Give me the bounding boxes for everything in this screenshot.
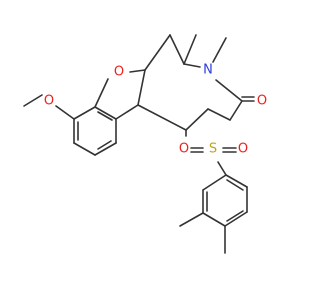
ring-oxygen-label: O (114, 65, 124, 80)
sulfonyl-sulfur-label: S (209, 142, 217, 157)
molecule-structure-diagram: O O N O S O O (23, 34, 267, 254)
sulfonyl-oxygen-right-label: O (238, 142, 248, 157)
methoxy-group (23, 94, 75, 120)
carbonyl-oxygen-label: O (257, 94, 267, 109)
sulfonyl-oxygen-left-label: O (179, 142, 189, 157)
benzene-ring-left (73, 106, 117, 156)
methoxy-oxygen-label: O (44, 94, 54, 109)
benzene-ring-right (179, 174, 248, 254)
amide-nitrogen-label: N (203, 63, 213, 78)
bicyclic-core (94, 34, 255, 131)
sulfonyl-group (185, 129, 237, 176)
